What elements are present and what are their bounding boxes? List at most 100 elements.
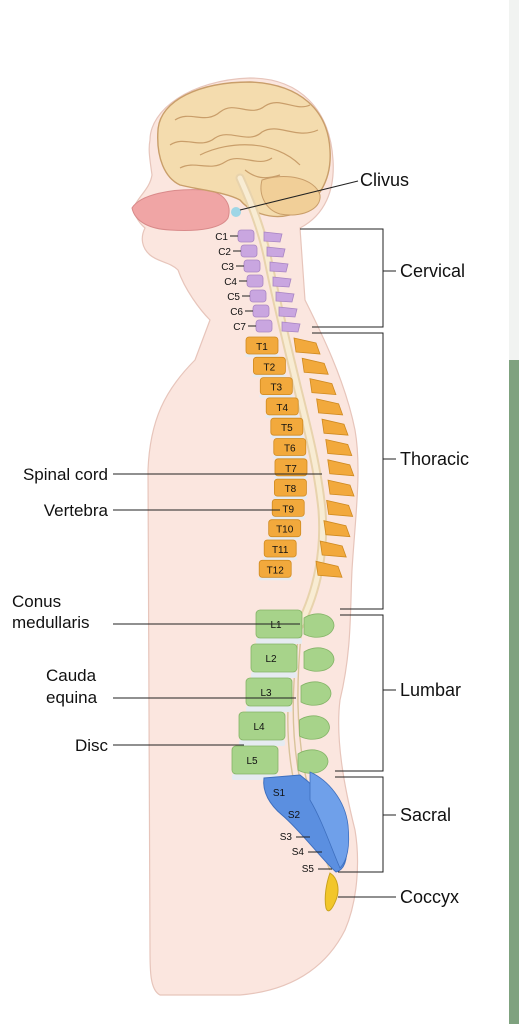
vertebra-label-l4: L4 (253, 722, 265, 733)
vertebra-label-t5: T5 (281, 423, 293, 434)
label-disc: Disc (75, 736, 109, 755)
vertebra-c1 (237, 229, 255, 243)
disc-t4 (265, 414, 300, 418)
label-spinal-cord: Spinal cord (23, 465, 108, 484)
leader-lines (113, 180, 396, 898)
vertebra-label-t12: T12 (267, 565, 285, 576)
vertebra-process-c7 (281, 321, 301, 333)
vertebra-t3 (259, 377, 293, 396)
vertebra-l4 (238, 711, 286, 741)
vertebra-process-t11 (319, 540, 347, 558)
disc-t5 (269, 435, 304, 439)
label-cervical: Cervical (400, 261, 465, 281)
vertebra-label-l1: L1 (270, 620, 282, 631)
vertebra-label-s1: S1 (273, 788, 286, 799)
vertebra-label-s3: S3 (280, 832, 293, 843)
vertebra-t11 (263, 539, 297, 558)
vertebra-label-s5: S5 (302, 864, 315, 875)
vertebra-process-l4 (299, 715, 330, 740)
vertebra-l3 (245, 677, 293, 707)
disc-t3 (259, 394, 294, 398)
sacrum-posterior (309, 771, 350, 869)
vertebra-label-c3: C3 (221, 262, 234, 273)
disc-l2 (251, 672, 297, 678)
label-conus-2: medullaris (12, 613, 89, 632)
label-coccyx: Coccyx (400, 887, 459, 907)
label-conus-1: Conus (12, 592, 61, 611)
vertebra-t4 (265, 397, 299, 416)
label-clivus: Clivus (360, 170, 409, 190)
disc-t8 (273, 496, 308, 500)
vertebra-label-c7: C7 (233, 322, 246, 333)
vertebra-process-t5 (321, 418, 349, 436)
vertebra-label-t11: T11 (272, 545, 289, 556)
vertebra-label-c5: C5 (227, 292, 240, 303)
vertebra-label-t10: T10 (276, 525, 294, 536)
disc-t1 (245, 354, 279, 357)
vertebra-t2 (252, 356, 286, 375)
vertebra-label-t6: T6 (284, 444, 296, 455)
vertebra-process-t9 (326, 499, 354, 517)
vertebra-label-t3: T3 (270, 383, 282, 394)
vertebra-label-l5: L5 (246, 756, 258, 767)
vertebra-t10 (268, 519, 302, 538)
vertebra-process-l3 (300, 681, 332, 706)
vertebra-process-t10 (323, 520, 351, 538)
label-cauda-2: equina (46, 688, 98, 707)
disc-l3 (246, 706, 292, 712)
vertebra-label-c4: C4 (224, 277, 237, 288)
vertebra-process-l1 (303, 613, 335, 638)
vertebra-c3 (243, 259, 261, 273)
vertebra-process-c1 (263, 231, 283, 243)
vertebra-label-t1: T1 (256, 342, 268, 353)
vertebra-label-l2: L2 (265, 654, 277, 665)
vertebra-label-s4: S4 (292, 847, 305, 858)
vertebra-process-t8 (327, 479, 355, 497)
disc-t11 (263, 557, 298, 560)
label-vertebra: Vertebra (44, 501, 109, 520)
vertebra-process-c4 (272, 276, 292, 288)
vertebra-label-t8: T8 (285, 484, 297, 495)
disc-t10 (267, 536, 302, 540)
label-thoracic: Thoracic (400, 449, 469, 469)
clivus-marker (231, 207, 241, 217)
vertebra-l2 (250, 643, 298, 673)
vertebra-c6 (252, 304, 270, 318)
label-cauda-1: Cauda (46, 666, 97, 685)
vertebra-t12 (258, 559, 292, 578)
label-lumbar: Lumbar (400, 680, 461, 700)
vertebra-t9 (271, 498, 305, 517)
vertebra-process-t12 (315, 560, 343, 578)
vertebra-label-c1: C1 (215, 232, 228, 243)
nasal-cavity (131, 189, 230, 231)
vertebra-label-s2: S2 (288, 810, 301, 821)
vertebra-t8 (274, 478, 307, 497)
vertebra-process-c6 (278, 306, 298, 318)
vertebra-label-t9: T9 (282, 504, 294, 515)
disc-t2 (252, 374, 287, 378)
vertebra-t5 (270, 417, 304, 436)
vertebra-label-c2: C2 (218, 247, 231, 258)
vertebra-process-t4 (316, 398, 344, 416)
disc-t7 (273, 475, 308, 479)
vertebra-c5 (249, 289, 267, 303)
vertebra-process-t2 (301, 357, 329, 375)
vertebra-process-t7 (327, 459, 355, 477)
disc-t6 (272, 455, 307, 459)
vertebra-t6 (273, 438, 307, 456)
vertebra-process-l5 (297, 749, 329, 774)
disc-t9 (271, 516, 306, 520)
disc-l4 (239, 740, 285, 746)
vertebra-l5 (231, 745, 279, 775)
vertebra-label-c6: C6 (230, 307, 243, 318)
vertebra-process-t6 (325, 438, 353, 456)
cerebellum (260, 176, 321, 216)
vertebra-process-c2 (266, 246, 286, 258)
brain-folds (169, 102, 319, 179)
label-sacral: Sacral (400, 805, 451, 825)
vertebra-label-t7: T7 (285, 464, 297, 475)
vertebra-c2 (240, 244, 258, 258)
vertebra-process-l2 (303, 647, 335, 672)
